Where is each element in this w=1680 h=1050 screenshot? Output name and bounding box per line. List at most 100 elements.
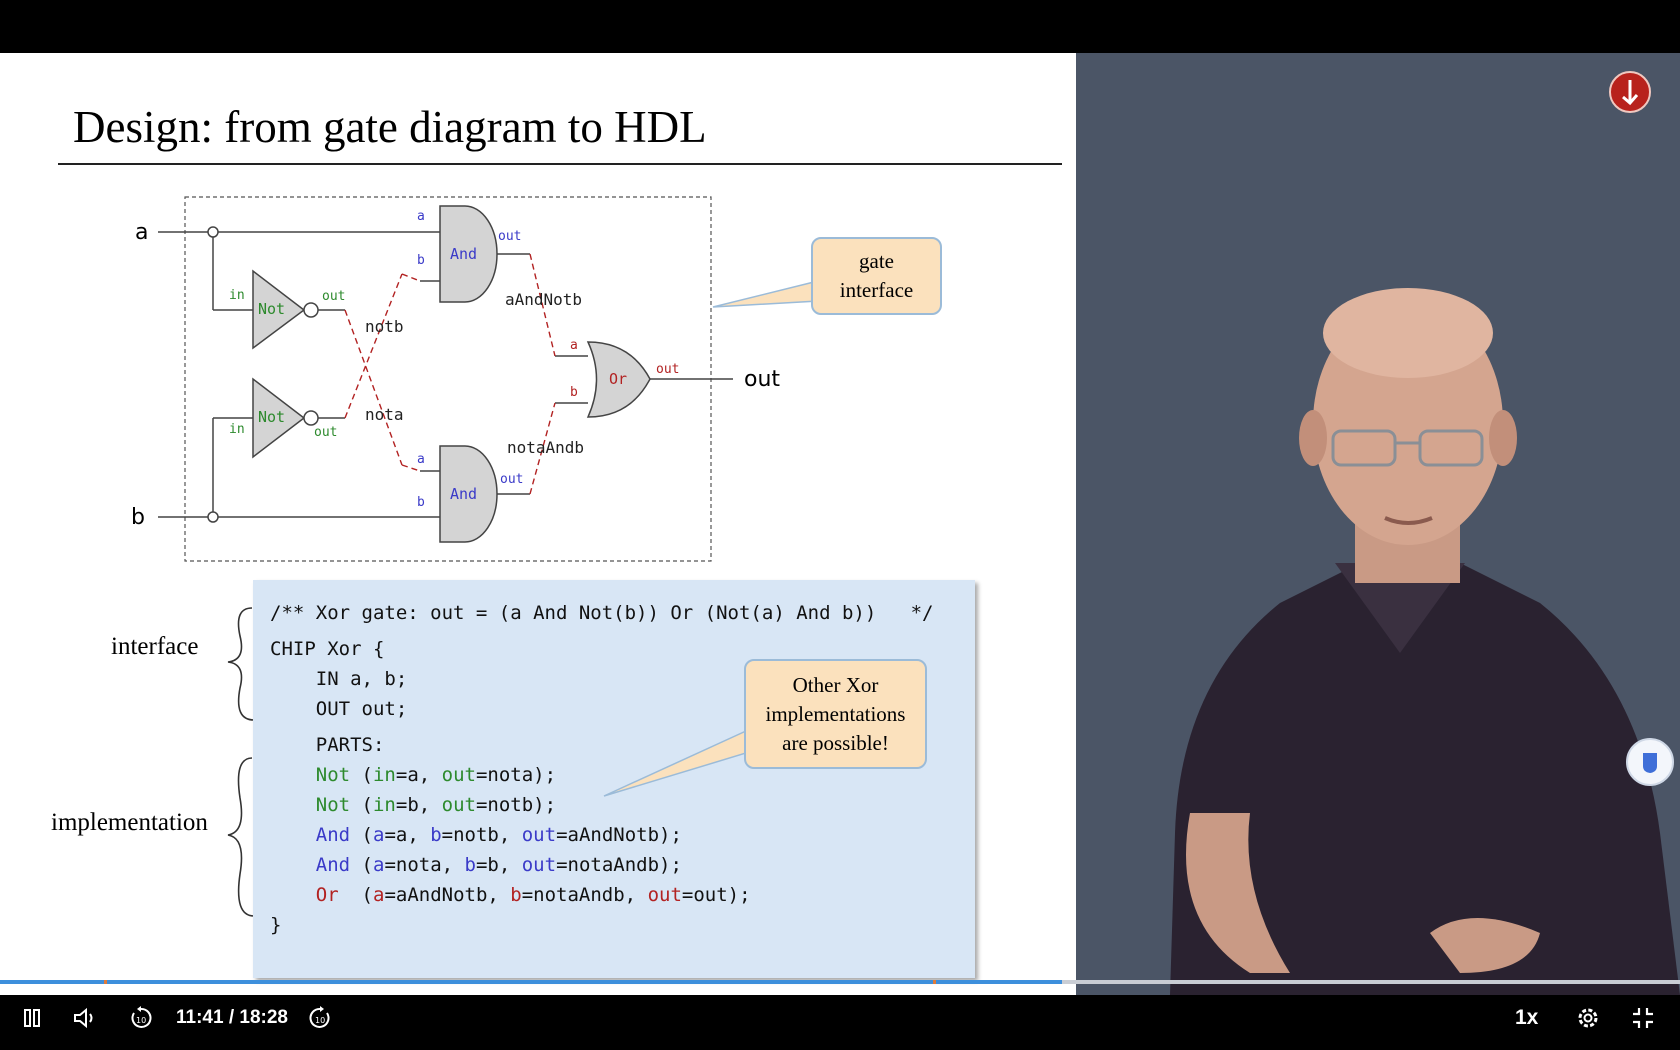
code-part-line: Not (in=a, out=nota); [315, 764, 557, 786]
not-gate-bottom [252, 377, 319, 459]
chapter-marker[interactable] [104, 980, 107, 984]
svg-text:10: 10 [136, 1016, 146, 1025]
chapter-marker[interactable] [933, 980, 936, 984]
or-gate-name: Or [609, 370, 627, 388]
pin-out-or: out [656, 362, 679, 377]
forward-10-button[interactable]: 10 [305, 995, 335, 1040]
pin-out-and-top: out [498, 229, 521, 244]
forward-10-icon: 10 [309, 1005, 330, 1028]
progress-bar[interactable] [0, 980, 1680, 984]
slide-title: Design: from gate diagram to HDL [73, 102, 707, 152]
code-part-lines: Not (in=a, out=nota); Not (in=b, out=not… [270, 764, 751, 906]
code-pin-name: b [430, 824, 442, 846]
time-display: 11:41 / 18:28 [176, 1007, 288, 1028]
logo-icon[interactable] [1609, 71, 1651, 113]
hdl-code-box: /** Xor gate: out = (a And Not(b)) Or (N… [253, 580, 975, 978]
pin-out-top: out [322, 289, 345, 304]
gate-interface-callout-text: gate interface [839, 249, 914, 302]
player-controls: 10 11:41 / 18:28 10 1x [0, 995, 1680, 1050]
pin-out-bottom: out [314, 425, 337, 440]
code-pin-name: b [510, 884, 522, 906]
internal-wires [344, 253, 556, 495]
code-pin-name: out [521, 824, 557, 846]
code-part-line: And (a=a, b=notb, out=aAndNotb); [315, 824, 682, 846]
logo-glyph [1622, 80, 1639, 106]
and-gate-top [439, 205, 498, 303]
not-gate-top [252, 269, 319, 350]
gate-interface-pointer [712, 280, 819, 308]
presenter-image [1170, 288, 1680, 995]
pin-b-or: b [570, 385, 578, 400]
code-pin-name: in [372, 764, 396, 786]
or-gate [586, 341, 651, 418]
code-parts-line: PARTS: [270, 734, 385, 756]
fullscreen-exit-button[interactable] [1628, 995, 1658, 1040]
side-extension-button[interactable] [1626, 738, 1674, 786]
code-out-line: OUT out; [270, 698, 408, 720]
code-part-line: And (a=nota, b=b, out=notaAndb); [315, 854, 682, 876]
code-gate-name: And [315, 854, 351, 876]
shield-icon [1643, 753, 1657, 773]
junction-b [207, 511, 219, 523]
pause-icon [24, 1008, 40, 1027]
junction-a [207, 226, 219, 238]
code-pin-name: out [441, 764, 476, 786]
code-pin-name: out [521, 854, 557, 876]
code-gate-name: Not [315, 764, 351, 786]
code-pin-name: out [441, 794, 476, 816]
code-chip-line: CHIP Xor { [270, 638, 385, 660]
code-pin-name: a [372, 854, 385, 876]
implementation-brace [227, 757, 255, 917]
code-pin-name: a [372, 884, 385, 906]
implementation-label: implementation [51, 809, 208, 836]
not-gate-top-name: Not [258, 300, 285, 318]
input-a-label: a [135, 220, 148, 245]
volume-button[interactable] [70, 995, 100, 1040]
code-pin-name: out [647, 884, 682, 906]
hdl-code: /** Xor gate: out = (a And Not(b)) Or (N… [270, 598, 933, 940]
progress-fill [0, 980, 1062, 984]
and-gate-bottom [439, 445, 498, 543]
fullscreen-exit-icon [1633, 1007, 1653, 1028]
pin-b-and-top: b [417, 253, 425, 268]
svg-text:10: 10 [315, 1016, 325, 1025]
rewind-10-icon: 10 [131, 1005, 152, 1028]
gate-diagram: a b out Not Not And And Or in out in out… [131, 196, 819, 562]
video-frame[interactable]: Design: from gate diagram to HDL [0, 53, 1680, 995]
interface-brace [227, 607, 255, 721]
code-close-line: } [270, 914, 282, 936]
wire-notaandb-label: notaAndb [507, 438, 584, 457]
pin-in-top: in [229, 288, 245, 303]
pin-a-and-top: a [417, 209, 425, 224]
gate-interface-callout: gate interface [811, 237, 942, 315]
interface-label: interface [111, 633, 199, 660]
settings-button[interactable] [1573, 995, 1603, 1040]
code-part-line: Or (a=aAndNotb, b=notaAndb, out=out); [315, 884, 751, 906]
and-gate-bottom-name: And [450, 485, 477, 503]
settings-gear-icon [1578, 1008, 1598, 1027]
and-gate-top-name: And [450, 245, 477, 263]
input-wires [158, 231, 733, 518]
wire-notb-label: notb [365, 317, 404, 336]
wire-nota-label: nota [365, 405, 404, 424]
code-pin-name: in [372, 794, 396, 816]
rewind-10-button[interactable]: 10 [126, 995, 156, 1040]
code-gate-name: Not [315, 794, 351, 816]
lecture-slide: Design: from gate diagram to HDL [0, 53, 1076, 995]
pause-button[interactable] [18, 995, 46, 1040]
input-b-label: b [131, 505, 145, 530]
code-pin-name: a [372, 824, 385, 846]
impl-callout: Other Xor implementations are possible! [744, 659, 927, 769]
impl-callout-text: Other Xor implementations are possible! [765, 672, 906, 755]
not-gate-bottom-name: Not [258, 408, 285, 426]
pin-out-and-bottom: out [500, 472, 523, 487]
code-gate-name: And [315, 824, 351, 846]
pin-b-and-bottom: b [417, 495, 425, 510]
code-pin-name: b [464, 854, 476, 876]
playback-speed-button[interactable]: 1x [1515, 1006, 1539, 1029]
code-gate-name: Or [315, 884, 339, 906]
code-in-line: IN a, b; [270, 668, 408, 690]
volume-icon [74, 1007, 93, 1028]
pin-a-and-bottom: a [417, 452, 425, 467]
wire-aandnotb-label: aAndNotb [505, 290, 582, 309]
